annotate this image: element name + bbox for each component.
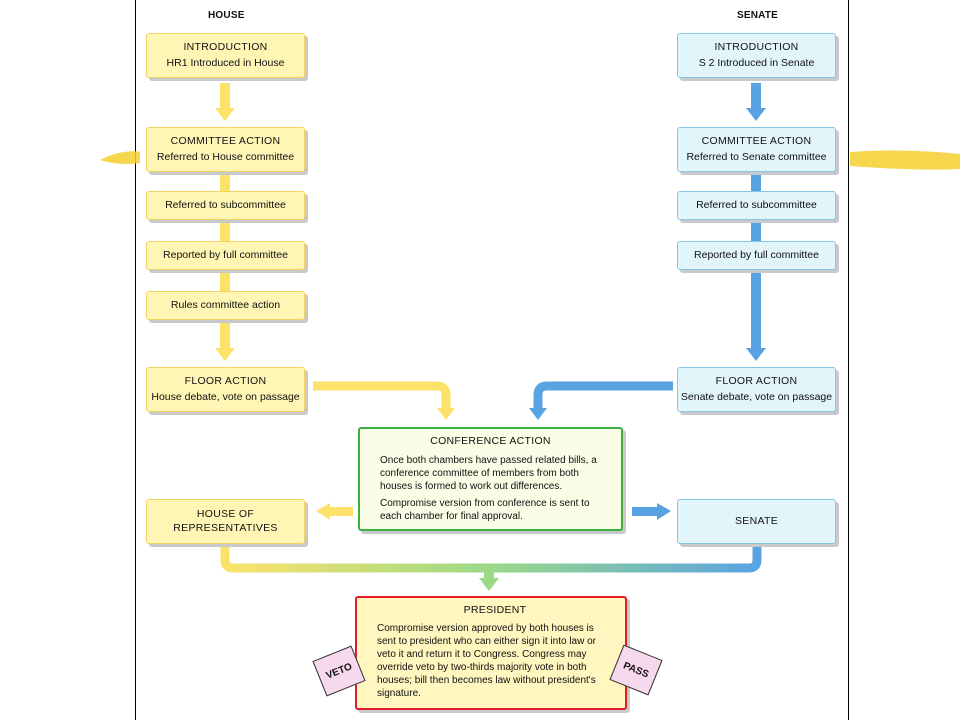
senate-reported-box: Reported by full committee <box>677 241 836 270</box>
conference-to-senate-shaft <box>632 507 660 516</box>
senate-final-text: SENATE <box>734 514 779 527</box>
president-box: PRESIDENT Compromise version approved by… <box>355 596 627 710</box>
house-rules-text: Rules committee action <box>170 298 281 311</box>
senate-floor-text: Senate debate, vote on passage <box>680 390 833 403</box>
senate-final-box: SENATE <box>677 499 836 544</box>
senate-subcommittee-text: Referred to subcommittee <box>696 198 817 211</box>
house-to-conference-arrow <box>313 381 451 410</box>
house-committee-text: Referred to House committee <box>156 150 295 163</box>
senate-arrowhead-2 <box>746 348 766 361</box>
house-subcommittee-box: Referred to subcommittee <box>146 191 305 220</box>
senate-introduction-box: INTRODUCTION S 2 Introduced in Senate <box>677 33 836 78</box>
house-arrow-shaft-1 <box>220 83 230 110</box>
president-title: PRESIDENT <box>463 604 527 616</box>
house-introduction-box: INTRODUCTION HR1 Introduced in House <box>146 33 305 78</box>
house-subcommittee-text: Referred to subcommittee <box>165 198 286 211</box>
house-committee-box: COMMITTEE ACTION Referred to House commi… <box>146 127 305 172</box>
house-introduction-title: INTRODUCTION <box>183 40 268 53</box>
house-to-conference-arrowhead <box>437 408 455 420</box>
house-reported-text: Reported by full committee <box>163 248 288 261</box>
senate-committee-text: Referred to Senate committee <box>686 150 827 163</box>
house-arrowhead-2 <box>215 348 235 361</box>
senate-to-conference-arrowhead <box>529 408 547 420</box>
senate-column-header: SENATE <box>737 10 779 21</box>
president-arrow-shaft <box>484 568 494 580</box>
house-arrowhead-1 <box>215 108 235 121</box>
senate-floor-title: FLOOR ACTION <box>715 374 798 387</box>
senate-reported-text: Reported by full committee <box>694 248 819 261</box>
right-frame-line <box>848 0 849 720</box>
pass-stamp-label: PASS <box>621 659 651 681</box>
left-frame-line <box>135 0 136 720</box>
senate-arrow-shaft-1 <box>751 83 761 110</box>
conference-to-house-arrowhead <box>316 503 330 520</box>
conference-paragraph-1: Once both chambers have passed related b… <box>380 454 597 492</box>
senate-subcommittee-box: Referred to subcommittee <box>677 191 836 220</box>
house-column-header: HOUSE <box>208 10 245 21</box>
senate-introduction-title: INTRODUCTION <box>714 40 799 53</box>
senate-committee-box: COMMITTEE ACTION Referred to Senate comm… <box>677 127 836 172</box>
house-committee-title: COMMITTEE ACTION <box>170 134 281 147</box>
house-reported-box: Reported by full committee <box>146 241 305 270</box>
right-highlight-mark <box>850 150 960 170</box>
senate-introduction-text: S 2 Introduced in Senate <box>698 56 815 69</box>
conference-paragraph-2: Compromise version from conference is se… <box>380 497 590 522</box>
house-introduction-text: HR1 Introduced in House <box>166 56 285 69</box>
house-rules-box: Rules committee action <box>146 291 305 320</box>
left-highlight-mark <box>100 151 140 164</box>
senate-committee-title: COMMITTEE ACTION <box>701 134 812 147</box>
house-final-line-2: REPRESENTATIVES <box>173 521 278 534</box>
house-floor-box: FLOOR ACTION House debate, vote on passa… <box>146 367 305 412</box>
senate-arrowhead-1 <box>746 108 766 121</box>
house-floor-text: House debate, vote on passage <box>151 390 300 403</box>
senate-to-conference-arrow <box>533 381 673 410</box>
chambers-to-president-path <box>220 546 762 573</box>
veto-stamp-label: VETO <box>324 660 354 682</box>
conference-title: CONFERENCE ACTION <box>430 435 551 447</box>
house-final-line-1: HOUSE OF <box>196 508 255 521</box>
conference-action-box: CONFERENCE ACTION Once both chambers hav… <box>358 427 623 531</box>
conference-to-senate-arrowhead <box>657 503 671 520</box>
house-of-representatives-box: HOUSE OF REPRESENTATIVES <box>146 499 305 544</box>
president-text: Compromise version approved by both hous… <box>377 622 597 699</box>
conference-to-house-shaft <box>328 507 353 516</box>
house-floor-title: FLOOR ACTION <box>184 374 267 387</box>
president-arrowhead <box>479 578 499 591</box>
senate-floor-box: FLOOR ACTION Senate debate, vote on pass… <box>677 367 836 412</box>
